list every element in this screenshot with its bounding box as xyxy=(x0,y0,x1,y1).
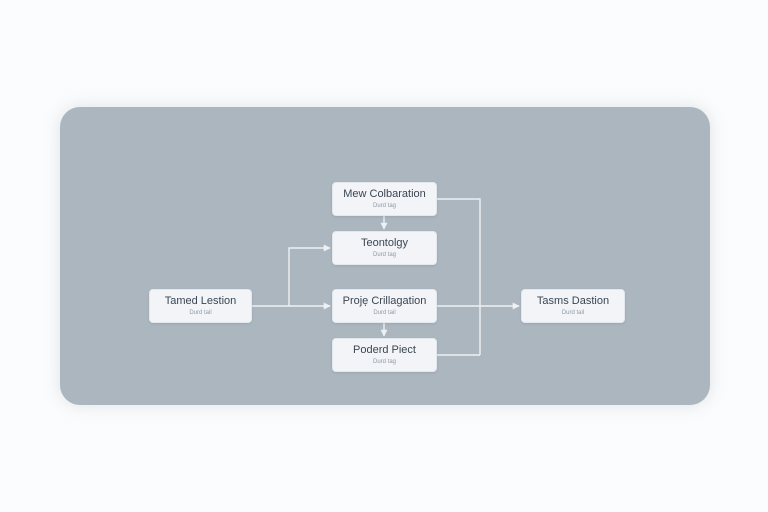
node-source[interactable]: Tamed Lestion Durd tail xyxy=(149,289,252,323)
node-middle-subtitle: Durd tail xyxy=(373,309,396,316)
node-middle[interactable]: Projeͅ Crillagation Durd tail xyxy=(332,289,437,323)
node-second[interactable]: Teontolgy Durd tag xyxy=(332,231,437,265)
node-second-subtitle: Durd tag xyxy=(372,251,396,258)
node-middle-title: Projeͅ Crillagation xyxy=(342,294,427,307)
node-top[interactable]: Mew Colbaration Durd tag xyxy=(332,182,437,216)
node-top-title: Mew Colbaration xyxy=(343,187,426,200)
node-source-title: Tamed Lestion xyxy=(164,294,237,307)
node-target-subtitle: Durd tail xyxy=(561,309,585,316)
node-bottom-title: Poderd Piect xyxy=(353,343,416,356)
node-target[interactable]: Tasms Dastion Durd tail xyxy=(521,289,625,323)
node-source-subtitle: Durd tail xyxy=(189,309,212,316)
node-top-subtitle: Durd tag xyxy=(372,202,396,209)
node-bottom[interactable]: Poderd Piect Durd tag xyxy=(332,338,437,372)
node-second-title: Teontolgy xyxy=(360,236,409,249)
node-target-title: Tasms Dastion xyxy=(536,294,610,307)
node-bottom-subtitle: Durd tag xyxy=(372,358,396,365)
